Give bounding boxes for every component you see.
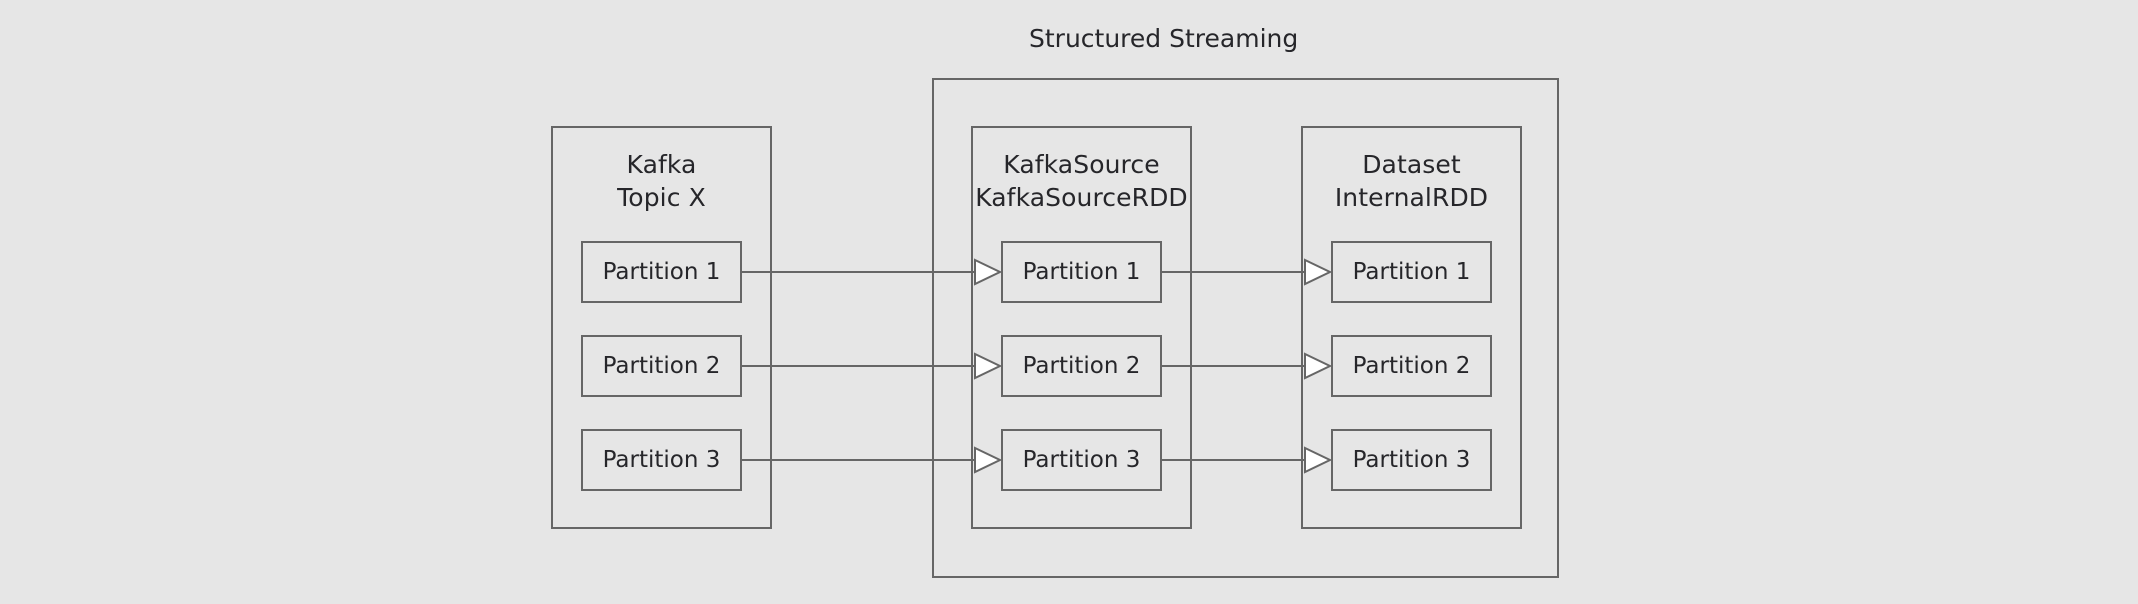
kafka-source-partition-1[interactable]: Partition 1 [1001,241,1162,303]
dataset-partition-2[interactable]: Partition 2 [1331,335,1492,397]
edge-source-1-to-dataset-1 [1162,271,1304,273]
group-kafka-source-title-line2: KafkaSourceRDD [975,183,1188,212]
edge-kafka-1-to-source-1 [742,271,974,273]
kafka-partition-1[interactable]: Partition 1 [581,241,742,303]
edge-kafka-2-to-source-2 [742,365,974,367]
diagram-title: Structured Streaming [1029,24,1299,53]
kafka-partition-3[interactable]: Partition 3 [581,429,742,491]
dataset-partition-3[interactable]: Partition 3 [1331,429,1492,491]
kafka-source-partition-2[interactable]: Partition 2 [1001,335,1162,397]
group-kafka-title-line2: Topic X [617,183,706,212]
edge-source-2-to-dataset-2 [1162,365,1304,367]
group-kafka-title-line1: Kafka [626,150,697,179]
dataset-partition-1[interactable]: Partition 1 [1331,241,1492,303]
structured-streaming-container [932,78,1559,578]
edge-kafka-3-to-source-3 [742,459,974,461]
group-dataset-title-line2: InternalRDD [1334,183,1489,212]
edge-source-3-to-dataset-3 [1162,459,1304,461]
kafka-partition-2[interactable]: Partition 2 [581,335,742,397]
kafka-source-partition-3[interactable]: Partition 3 [1001,429,1162,491]
group-kafka-source-title-line1: KafkaSource [1003,150,1160,179]
group-dataset-title-line1: Dataset [1362,150,1461,179]
